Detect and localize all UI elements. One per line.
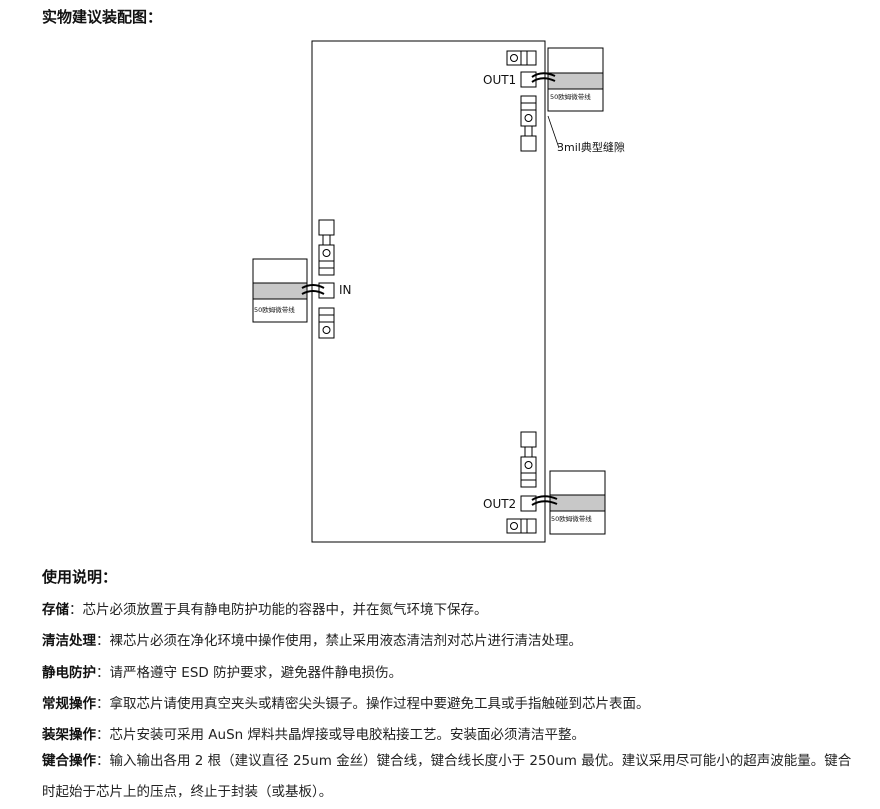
out1-label: OUT1 xyxy=(483,73,516,87)
out1-microstrip-label: 50欧姆微带线 xyxy=(550,92,591,101)
usage-item-bonding: 键合操作：输入输出各用 2 根（建议直径 25um 金丝）键合线，键合线长度小于… xyxy=(42,753,852,800)
in-microstrip-label: 50欧姆微带线 xyxy=(254,305,295,314)
usage-item-mounting: 装架操作：芯片安装可采用 AuSn 焊料共晶焊接或导电胶粘接工艺。安装面必须清洁… xyxy=(42,727,585,743)
assembly-diagram: OUT1 50欧姆微带线 3mil典型缝隙 IN 50欧姆微带线 xyxy=(252,40,625,543)
in-bond-wires xyxy=(301,284,325,295)
usage-item-esd: 静电防护：请严格遵守 ESD 防护要求，避免器件静电损伤。 xyxy=(42,665,403,681)
out1-pad-group xyxy=(506,50,537,152)
in-microstrip: 50欧姆微带线 xyxy=(252,258,308,323)
out2-microstrip-label: 50欧姆微带线 xyxy=(551,514,592,523)
gap-label: 3mil典型缝隙 xyxy=(557,140,625,154)
usage-section-title: 使用说明： xyxy=(42,568,118,586)
usage-item-handling: 常规操作：拿取芯片请使用真空夹头或精密尖头镊子。操作过程中要避免工具或手指触碰到… xyxy=(42,696,650,712)
gap-pointer xyxy=(547,115,560,149)
out1-bond-wires xyxy=(531,72,556,83)
out2-label: OUT2 xyxy=(483,497,516,511)
usage-item-storage: 存储：芯片必须放置于具有静电防护功能的容器中，并在氮气环境下保存。 xyxy=(42,602,488,618)
assembly-section-title: 实物建议装配图： xyxy=(42,8,163,26)
out2-microstrip: 50欧姆微带线 xyxy=(549,470,606,535)
in-label: IN xyxy=(339,283,352,297)
out2-pad-group xyxy=(506,431,537,534)
in-pad-group xyxy=(318,219,335,339)
out1-microstrip: 50欧姆微带线 xyxy=(547,47,604,112)
chip-body xyxy=(311,40,546,543)
out1-bond-pad xyxy=(520,71,537,88)
in-bond-pad xyxy=(318,282,335,299)
out2-bond-wires xyxy=(531,495,558,506)
usage-item-cleaning: 清洁处理：裸芯片必须在净化环境中操作使用，禁止采用液态清洁剂对芯片进行清洁处理。 xyxy=(42,633,582,649)
